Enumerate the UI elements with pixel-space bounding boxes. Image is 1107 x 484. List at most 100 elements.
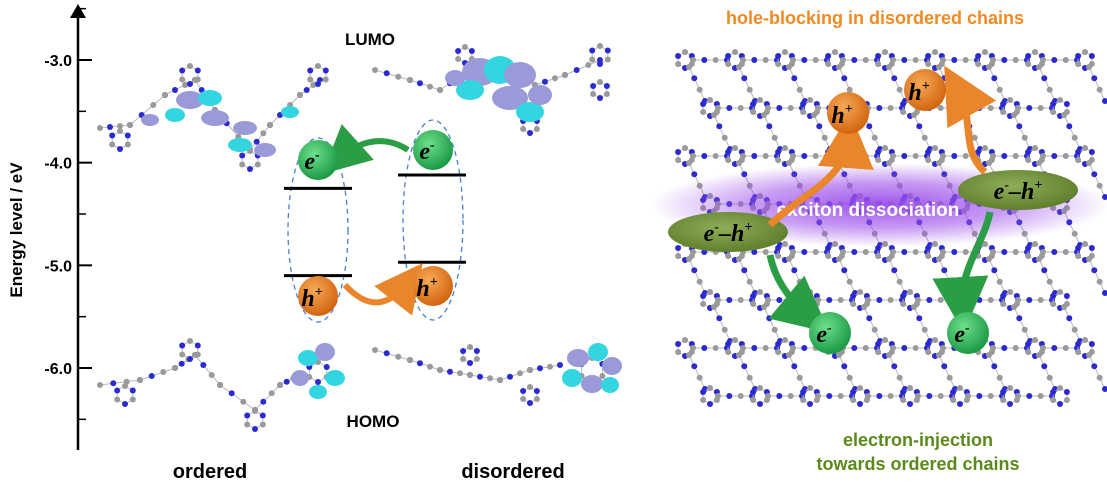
atom bbox=[1050, 293, 1057, 299]
atom bbox=[557, 362, 563, 368]
svg-text:e-: e- bbox=[954, 321, 970, 348]
atom bbox=[907, 385, 913, 391]
atom bbox=[711, 304, 717, 310]
atom bbox=[1075, 245, 1082, 251]
atom bbox=[1025, 157, 1032, 163]
atom bbox=[1000, 101, 1007, 107]
atom bbox=[901, 57, 908, 63]
atom bbox=[691, 363, 698, 370]
bond bbox=[738, 258, 756, 294]
atom bbox=[736, 352, 742, 358]
atom bbox=[187, 356, 193, 362]
atom bbox=[991, 267, 998, 274]
atom bbox=[796, 86, 803, 93]
atom bbox=[900, 293, 907, 299]
atom bbox=[862, 57, 869, 63]
atom bbox=[675, 245, 682, 251]
atom bbox=[751, 57, 758, 63]
atom bbox=[716, 123, 723, 130]
atom bbox=[991, 363, 998, 370]
hole-right-right: h+ bbox=[904, 69, 946, 111]
atom bbox=[114, 396, 121, 403]
atom bbox=[857, 289, 863, 295]
atom bbox=[940, 345, 946, 351]
atom bbox=[686, 64, 692, 70]
atom bbox=[801, 57, 808, 63]
atom bbox=[117, 146, 123, 152]
axis-tick-label: -5.0 bbox=[44, 258, 72, 275]
atom bbox=[1000, 389, 1007, 395]
atom bbox=[975, 53, 982, 59]
atom bbox=[307, 76, 314, 83]
atom bbox=[1016, 315, 1023, 322]
atom bbox=[696, 86, 703, 93]
atom bbox=[950, 389, 957, 395]
atom bbox=[542, 78, 548, 85]
atom bbox=[137, 377, 143, 383]
atom bbox=[194, 351, 201, 358]
atom bbox=[836, 64, 842, 70]
atom bbox=[537, 365, 543, 372]
bond bbox=[763, 114, 781, 150]
atom bbox=[807, 385, 813, 391]
atom bbox=[925, 157, 932, 163]
atom bbox=[721, 134, 728, 141]
bond bbox=[534, 74, 566, 86]
bond bbox=[529, 364, 561, 371]
atom bbox=[851, 57, 858, 63]
atom bbox=[950, 109, 957, 115]
atom bbox=[1032, 145, 1038, 151]
atom bbox=[975, 149, 982, 155]
atom bbox=[194, 76, 201, 83]
atom bbox=[700, 101, 707, 107]
atom bbox=[1012, 249, 1019, 255]
atom bbox=[715, 105, 721, 111]
svg-text:h+: h+ bbox=[831, 102, 852, 129]
atom bbox=[982, 49, 988, 55]
atom bbox=[875, 61, 882, 67]
atom bbox=[896, 278, 903, 285]
bond bbox=[439, 369, 471, 376]
atom bbox=[194, 342, 201, 349]
atom bbox=[690, 153, 696, 159]
atom bbox=[732, 145, 738, 151]
atom bbox=[1041, 363, 1048, 370]
atom bbox=[1088, 53, 1095, 59]
atom bbox=[815, 393, 821, 399]
atom bbox=[473, 348, 480, 354]
atom bbox=[457, 370, 463, 377]
atom bbox=[707, 289, 713, 295]
atom bbox=[239, 161, 246, 168]
atom bbox=[936, 64, 942, 70]
atom bbox=[936, 352, 942, 358]
atom bbox=[322, 76, 329, 83]
atom bbox=[1082, 49, 1088, 55]
atom bbox=[109, 141, 116, 148]
bond bbox=[409, 359, 441, 371]
atom bbox=[307, 67, 314, 74]
atom bbox=[114, 387, 121, 394]
atom bbox=[775, 53, 782, 59]
atom bbox=[1082, 337, 1088, 343]
atom bbox=[194, 67, 201, 74]
atom bbox=[696, 374, 703, 381]
atom bbox=[244, 412, 251, 419]
bond bbox=[469, 374, 501, 381]
atom bbox=[1001, 57, 1008, 63]
atom bbox=[725, 349, 732, 355]
atom bbox=[322, 67, 329, 74]
hole-disordered: h+ bbox=[413, 266, 453, 306]
atom bbox=[597, 79, 603, 85]
atom bbox=[712, 57, 719, 63]
atom bbox=[850, 397, 857, 403]
bond bbox=[688, 258, 706, 294]
atom bbox=[682, 49, 688, 55]
atom bbox=[407, 357, 413, 363]
atom bbox=[790, 249, 796, 255]
bond bbox=[888, 354, 906, 390]
bond bbox=[1063, 114, 1081, 150]
atom bbox=[750, 301, 757, 307]
axis-label: Energy level / eV bbox=[7, 162, 26, 298]
atom bbox=[603, 83, 610, 89]
atom bbox=[395, 73, 402, 80]
